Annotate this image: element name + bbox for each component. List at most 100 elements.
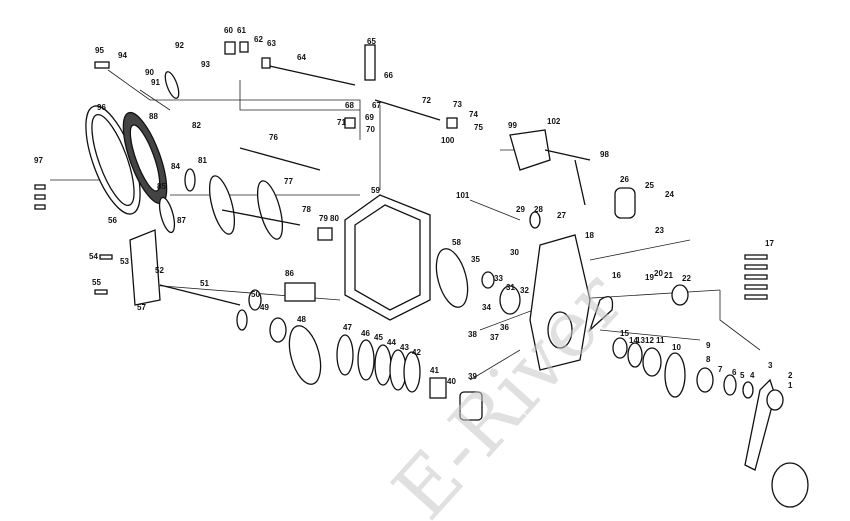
part-label-96: 96 (97, 103, 106, 112)
part-label-73: 73 (453, 100, 462, 109)
part-label-91: 91 (151, 78, 160, 87)
part-label-52: 52 (155, 266, 164, 275)
part-label-97: 97 (34, 156, 43, 165)
part-label-90: 90 (145, 68, 154, 77)
part-label-84: 84 (171, 162, 180, 171)
part-label-61: 61 (237, 26, 246, 35)
part-label-79: 79 (319, 214, 328, 223)
part-label-80: 80 (330, 214, 339, 223)
part-label-29: 29 (516, 205, 525, 214)
left-side-plate (34, 61, 196, 306)
part-label-58: 58 (452, 238, 461, 247)
part-label-81: 81 (198, 156, 207, 165)
part-label-82: 82 (192, 121, 201, 130)
part-label-60: 60 (224, 26, 233, 35)
part-label-2: 2 (788, 371, 793, 380)
part-label-24: 24 (665, 190, 674, 199)
part-label-93: 93 (201, 60, 210, 69)
clamp-bracket (509, 129, 636, 219)
part-label-47: 47 (343, 323, 352, 332)
part-label-87: 87 (177, 216, 186, 225)
part-label-9: 9 (706, 341, 711, 350)
part-label-95: 95 (95, 46, 104, 55)
part-label-36: 36 (500, 323, 509, 332)
part-label-72: 72 (422, 96, 431, 105)
part-label-65: 65 (367, 37, 376, 46)
part-label-100: 100 (441, 136, 455, 145)
part-label-20: 20 (654, 269, 663, 278)
part-label-48: 48 (297, 315, 306, 324)
part-label-43: 43 (400, 343, 409, 352)
part-label-56: 56 (108, 216, 117, 225)
part-label-77: 77 (284, 177, 293, 186)
part-label-78: 78 (302, 205, 311, 214)
level-wind (224, 41, 458, 129)
part-label-26: 26 (620, 175, 629, 184)
part-label-37: 37 (490, 333, 499, 342)
part-label-17: 17 (765, 239, 774, 248)
part-label-85: 85 (157, 182, 166, 191)
part-label-30: 30 (510, 248, 519, 257)
part-label-1: 1 (788, 381, 793, 390)
part-label-99: 99 (508, 121, 517, 130)
part-label-18: 18 (585, 231, 594, 240)
part-label-76: 76 (269, 133, 278, 142)
part-label-33: 33 (494, 274, 503, 283)
part-label-7: 7 (718, 365, 723, 374)
part-label-34: 34 (482, 303, 491, 312)
part-label-44: 44 (387, 338, 396, 347)
part-label-67: 67 (372, 101, 381, 110)
part-label-74: 74 (469, 110, 478, 119)
gear-and-handle (612, 254, 809, 508)
spool-assembly (159, 147, 333, 343)
part-label-92: 92 (175, 41, 184, 50)
part-label-4: 4 (750, 371, 755, 380)
part-label-102: 102 (547, 117, 561, 126)
part-label-98: 98 (600, 150, 609, 159)
part-label-69: 69 (365, 113, 374, 122)
part-label-11: 11 (656, 336, 665, 345)
part-label-19: 19 (645, 273, 654, 282)
part-label-53: 53 (120, 257, 129, 266)
part-label-13: 13 (636, 336, 645, 345)
part-label-88: 88 (149, 112, 158, 121)
part-label-38: 38 (468, 330, 477, 339)
part-label-57: 57 (137, 303, 146, 312)
part-label-23: 23 (655, 226, 664, 235)
part-label-51: 51 (200, 279, 209, 288)
part-label-25: 25 (645, 181, 654, 190)
part-label-31: 31 (506, 283, 515, 292)
part-label-46: 46 (361, 329, 370, 338)
part-label-75: 75 (474, 123, 483, 132)
part-label-68: 68 (345, 101, 354, 110)
part-label-63: 63 (267, 39, 276, 48)
part-label-45: 45 (374, 333, 383, 342)
part-label-14: 14 (629, 336, 638, 345)
part-label-86: 86 (285, 269, 294, 278)
part-label-42: 42 (412, 348, 421, 357)
part-label-64: 64 (297, 53, 306, 62)
part-label-21: 21 (664, 271, 673, 280)
part-label-8: 8 (706, 355, 711, 364)
part-label-5: 5 (740, 371, 745, 380)
part-label-70: 70 (366, 125, 375, 134)
part-label-50: 50 (251, 290, 260, 299)
right-side-plate (481, 211, 689, 371)
part-label-22: 22 (682, 274, 691, 283)
part-label-35: 35 (471, 255, 480, 264)
part-label-28: 28 (534, 205, 543, 214)
part-label-66: 66 (384, 71, 393, 80)
part-label-3: 3 (768, 361, 773, 370)
part-label-32: 32 (520, 286, 529, 295)
part-label-101: 101 (456, 191, 470, 200)
part-label-54: 54 (89, 252, 98, 261)
part-label-40: 40 (447, 377, 456, 386)
part-label-12: 12 (645, 336, 654, 345)
part-label-41: 41 (430, 366, 439, 375)
part-label-94: 94 (118, 51, 127, 60)
part-label-10: 10 (672, 343, 681, 352)
part-label-71: 71 (337, 118, 346, 127)
